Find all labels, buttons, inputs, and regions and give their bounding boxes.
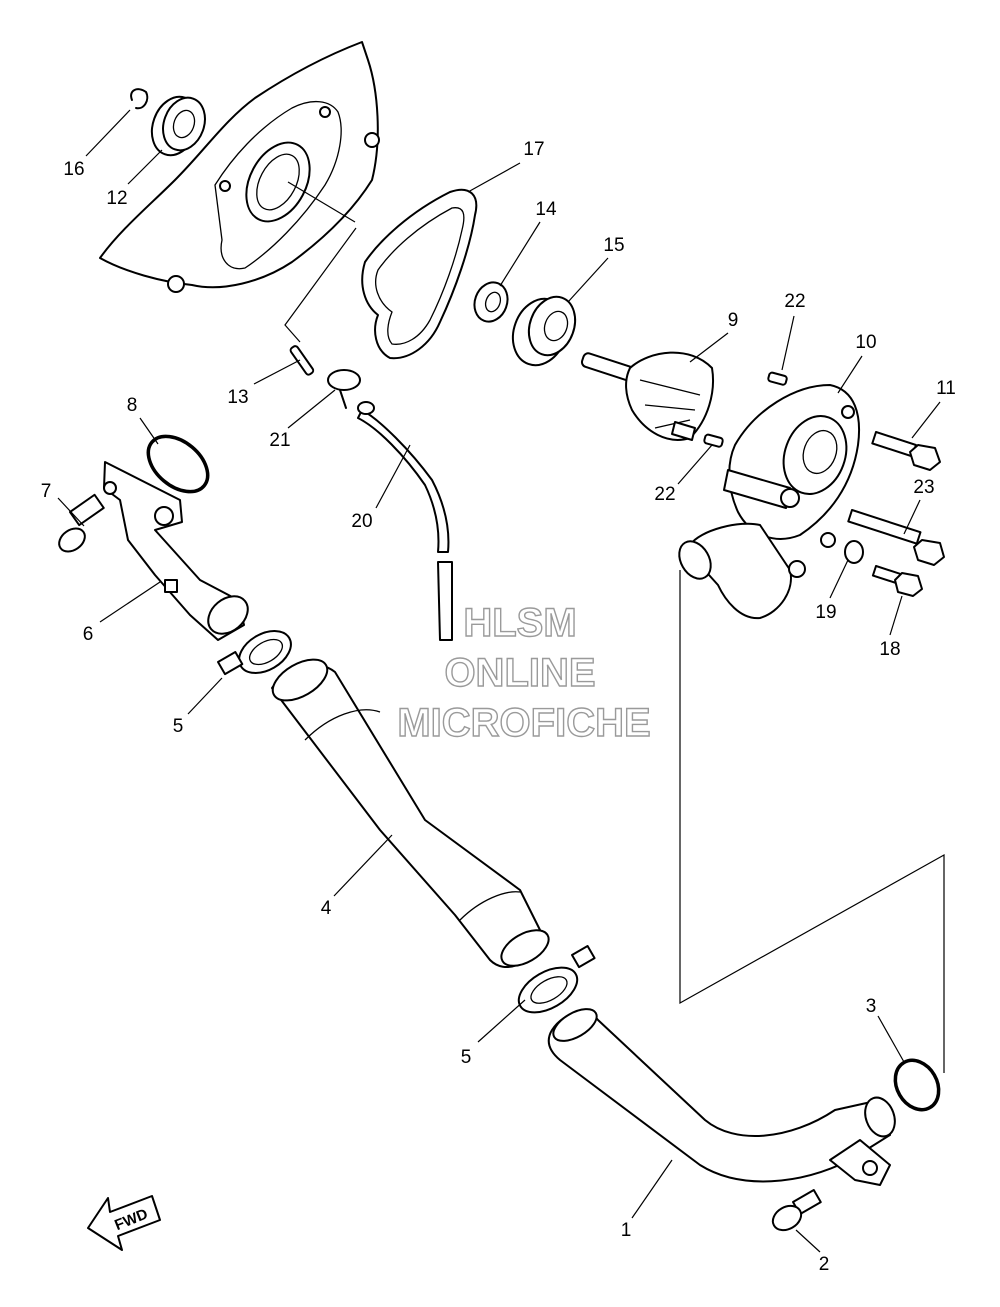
bearing-12 — [150, 95, 206, 157]
pump-housing-10 — [678, 384, 861, 620]
callout-18: 18 — [879, 639, 900, 660]
callout-20: 20 — [351, 511, 372, 532]
callout-22-upper: 22 — [784, 291, 805, 312]
callout-16: 16 — [63, 159, 84, 180]
circlip-16 — [130, 88, 149, 110]
hose-clamp-5-upper — [217, 630, 292, 676]
callout-5-lower: 5 — [461, 1047, 472, 1068]
washer-19 — [844, 540, 864, 564]
callout-21: 21 — [269, 430, 290, 451]
impeller-shaft-9 — [580, 351, 714, 441]
pipe-6 — [103, 461, 249, 641]
dowel-pin-22-lower — [703, 433, 724, 448]
callout-22-lower: 22 — [654, 484, 675, 505]
watermark-line-2: ONLINE — [444, 651, 595, 695]
bolt-23 — [847, 509, 945, 566]
fwd-arrow-icon: FWD — [87, 1195, 161, 1251]
clip-21 — [327, 369, 361, 409]
callout-17: 17 — [523, 139, 544, 160]
oil-seal-14 — [473, 281, 509, 323]
callout-7: 7 — [41, 481, 52, 502]
callouts: 1 2 3 4 5 5 6 7 8 9 10 11 12 13 14 15 16… — [41, 139, 956, 1275]
callout-2: 2 — [819, 1254, 830, 1275]
watermark-line-1: HLSM — [463, 601, 576, 645]
pin-13 — [289, 345, 315, 376]
callout-12: 12 — [106, 188, 127, 209]
callout-5-upper: 5 — [173, 716, 184, 737]
hose-20 — [357, 401, 453, 641]
pipe-1 — [547, 1008, 896, 1186]
callout-15: 15 — [603, 235, 624, 256]
o-ring-3 — [893, 1058, 941, 1112]
leader-lines — [57, 109, 941, 1253]
callout-4: 4 — [321, 898, 332, 919]
mechanical-seal-15 — [511, 295, 577, 367]
crankcase-cover — [99, 41, 380, 293]
bolt-18 — [871, 564, 923, 597]
callout-13: 13 — [227, 387, 248, 408]
bolt-7 — [58, 493, 105, 553]
bolt-2 — [771, 1189, 822, 1232]
hose-clamp-5-lower — [517, 945, 596, 1014]
callout-1: 1 — [621, 1220, 632, 1241]
callout-14: 14 — [535, 199, 557, 220]
bolt-11 — [871, 430, 941, 471]
assembly-lines — [284, 227, 945, 1073]
dowel-pin-22-upper — [767, 371, 788, 386]
callout-10: 10 — [855, 332, 876, 353]
watermark-line-3: MICROFICHE — [397, 701, 650, 745]
hose-4 — [271, 658, 550, 969]
watermark: HLSM ONLINE MICROFICHE — [397, 600, 652, 745]
callout-6: 6 — [83, 624, 94, 645]
callout-23: 23 — [913, 477, 934, 498]
callout-11: 11 — [936, 378, 956, 399]
callout-9: 9 — [728, 310, 739, 331]
callout-3: 3 — [866, 996, 877, 1017]
callout-8: 8 — [127, 395, 138, 416]
o-ring-8 — [146, 434, 210, 494]
gasket-17 — [361, 188, 478, 360]
callout-19: 19 — [815, 602, 836, 623]
